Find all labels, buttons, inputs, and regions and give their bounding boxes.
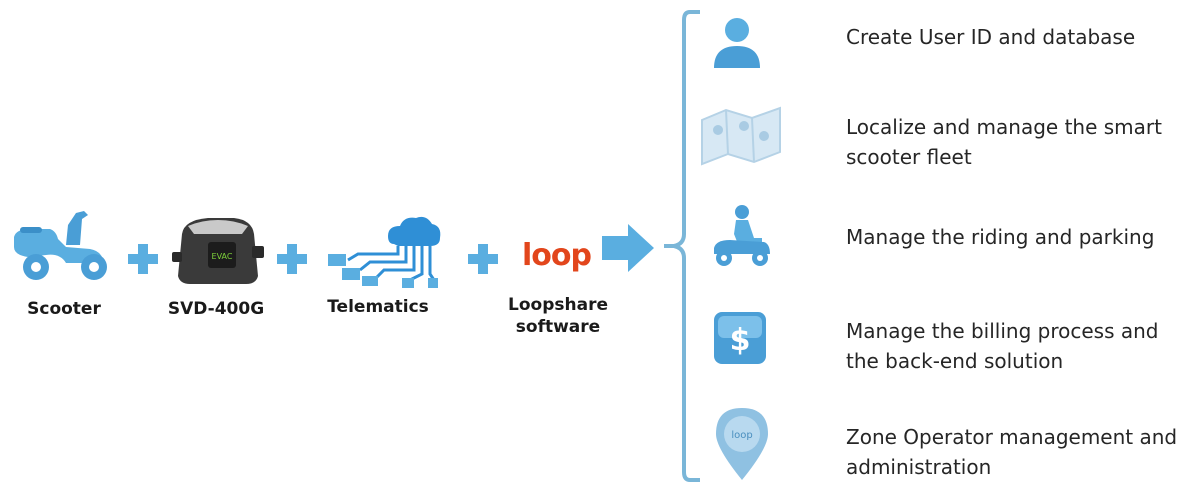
component-label-loopshare: Loopshare software xyxy=(500,294,616,338)
svg-text:loop: loop xyxy=(731,430,752,441)
plus-icon xyxy=(128,244,158,274)
map-icon xyxy=(701,106,781,166)
feature-text: Zone Operator management and administrat… xyxy=(846,422,1196,482)
bracket xyxy=(664,10,700,482)
arrow-right-icon xyxy=(602,224,654,272)
cloud-network-icon xyxy=(328,216,441,288)
scooter-icon xyxy=(14,211,107,280)
component-label-loopshare-line2: software xyxy=(515,317,601,337)
component-label-telematics: Telematics xyxy=(327,297,429,317)
plus-icon xyxy=(468,244,498,274)
rider-icon xyxy=(714,205,770,266)
feature-line: Zone Operator management and xyxy=(846,425,1178,449)
feature-text: Localize and manage the smart scooter fl… xyxy=(846,112,1196,172)
device-icon: EVAC xyxy=(172,218,264,284)
user-icon xyxy=(714,18,760,68)
feature-text: Manage the riding and parking xyxy=(846,222,1196,252)
loop-logo: loop xyxy=(522,238,592,278)
feature-line: Manage the riding and parking xyxy=(846,225,1155,249)
loop-logo-text: loop xyxy=(522,238,592,273)
svg-text:EVAC: EVAC xyxy=(212,252,233,261)
dollar-icon: $ xyxy=(714,312,766,364)
component-label-device: SVD-400G xyxy=(167,299,265,319)
component-label-loopshare-line1: Loopshare xyxy=(508,295,608,315)
location-pin-icon: loop xyxy=(716,408,768,480)
svg-text:$: $ xyxy=(730,323,751,358)
feature-line: Localize and manage the smart xyxy=(846,115,1162,139)
component-label-scooter: Scooter xyxy=(27,299,101,319)
feature-line: the back-end solution xyxy=(846,349,1064,373)
feature-line: administration xyxy=(846,455,992,479)
feature-line: Manage the billing process and xyxy=(846,319,1159,343)
feature-text: Create User ID and database xyxy=(846,22,1196,52)
feature-line: Create User ID and database xyxy=(846,25,1136,49)
feature-text: Manage the billing process and the back-… xyxy=(846,316,1196,376)
feature-line: scooter fleet xyxy=(846,145,972,169)
plus-icon xyxy=(277,244,307,274)
